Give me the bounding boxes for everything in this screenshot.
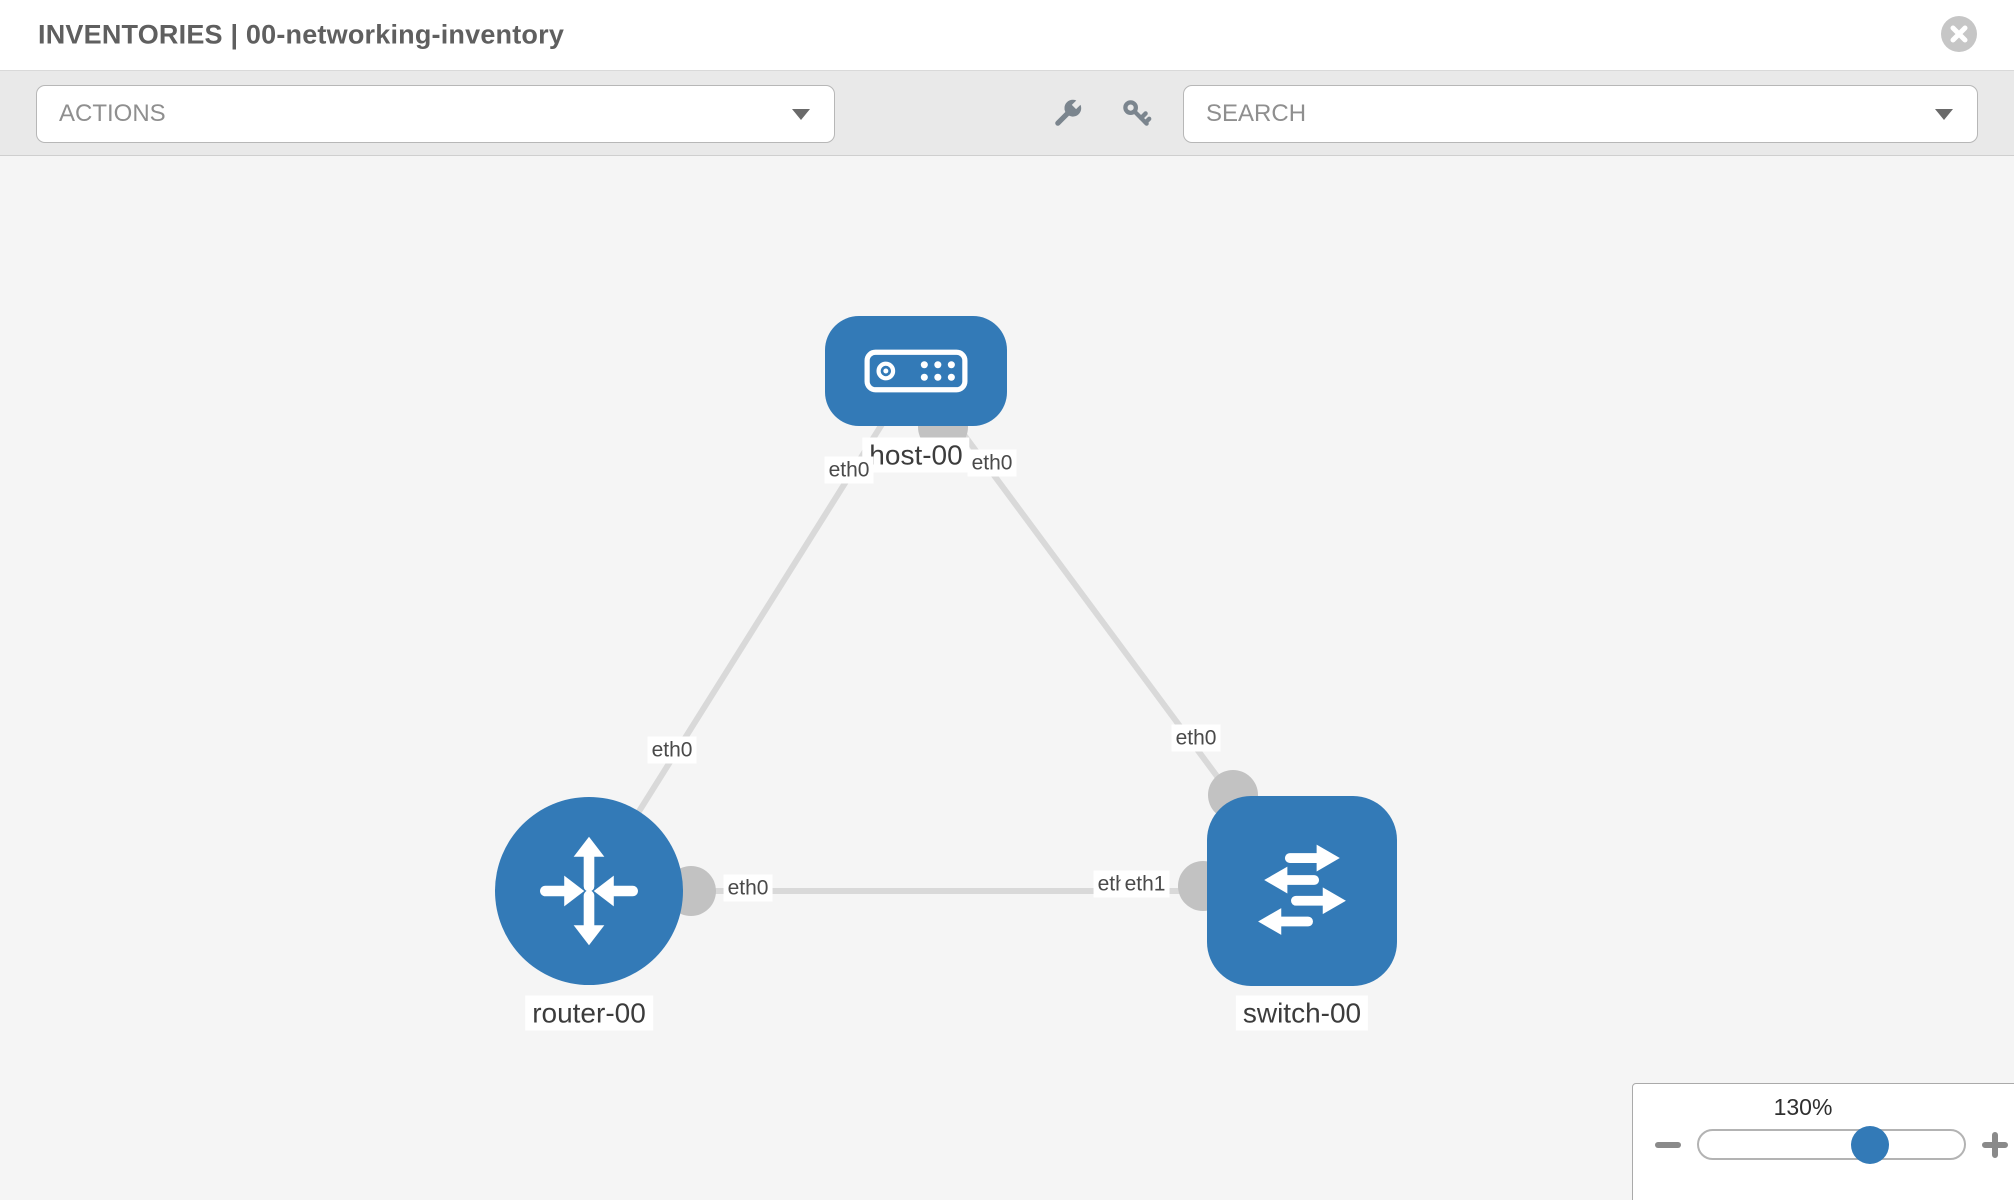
minus-icon xyxy=(1655,1141,1681,1148)
zoom-panel: 130% xyxy=(1632,1083,2014,1200)
page-header: INVENTORIES | 00-networking-inventory xyxy=(0,0,2014,70)
zoom-in-button[interactable] xyxy=(1980,1130,2010,1160)
if-label-router-to-switch: eth0 xyxy=(723,874,773,902)
zoom-level-value: 130% xyxy=(1773,1094,1833,1120)
zoom-slider-thumb[interactable] xyxy=(1851,1125,1890,1164)
search-dropdown-label: SEARCH xyxy=(1206,100,1307,127)
zoom-slider-track[interactable] xyxy=(1697,1125,1966,1164)
close-icon xyxy=(1950,25,1968,43)
if-label-host-to-switch: eth0 xyxy=(967,449,1017,477)
node-label-host: host-00 xyxy=(862,437,970,473)
key-icon xyxy=(1123,100,1152,126)
credentials-button[interactable] xyxy=(1116,93,1158,135)
zoom-out-button[interactable] xyxy=(1653,1130,1683,1160)
node-router-00[interactable] xyxy=(495,797,683,985)
node-host-00[interactable] xyxy=(825,316,1007,426)
close-button[interactable] xyxy=(1941,16,1977,52)
if-label-router-to-host: eth0 xyxy=(647,736,697,764)
wrench-icon xyxy=(1055,98,1083,126)
server-icon xyxy=(864,349,968,393)
links-layer xyxy=(586,368,1305,916)
plus-icon xyxy=(1982,1131,2008,1158)
actions-dropdown[interactable]: ACTIONS xyxy=(36,85,835,143)
actions-dropdown-label: ACTIONS xyxy=(59,100,166,127)
if-label-switch-to-host: eth0 xyxy=(1171,724,1221,752)
if-label-host-to-router: eth0 xyxy=(824,456,874,484)
if-label-switch-to-router: eth1 xyxy=(1120,870,1170,898)
node-label-router: router-00 xyxy=(525,995,653,1031)
node-label-switch: switch-00 xyxy=(1235,995,1369,1031)
switch-arrows-icon xyxy=(1258,844,1346,935)
page-title: INVENTORIES | 00-networking-inventory xyxy=(38,19,565,50)
router-arrows-icon xyxy=(540,836,638,946)
toolbar: ACTIONS SEARCH xyxy=(0,70,2014,156)
caret-down-icon xyxy=(792,109,810,120)
node-switch-00[interactable] xyxy=(1207,796,1397,986)
search-dropdown[interactable]: SEARCH xyxy=(1183,85,1978,143)
topology-canvas[interactable]: host-00 router-00 switch-00 eth0 eth0 et… xyxy=(0,156,2014,1200)
caret-down-icon xyxy=(1935,109,1953,120)
configure-button[interactable] xyxy=(1046,93,1088,135)
